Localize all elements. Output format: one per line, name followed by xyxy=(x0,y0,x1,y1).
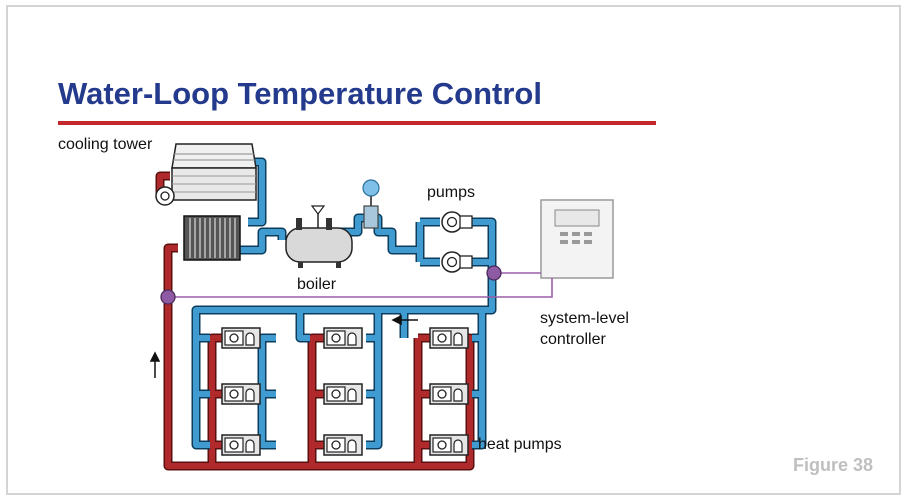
figure-label: Figure 38 xyxy=(792,455,873,475)
slide-frame xyxy=(6,5,901,495)
heat-exchanger-icon xyxy=(183,215,241,261)
cooling-tower-icon xyxy=(155,143,257,206)
boiler-label: boiler xyxy=(297,276,337,293)
pump-icon xyxy=(441,251,473,273)
heat-pumps-label: heat pumps xyxy=(478,436,562,453)
controller-icon xyxy=(540,199,614,279)
flow-arrow-icon xyxy=(391,314,418,326)
supply-pipe-fill xyxy=(193,159,495,448)
control-wire xyxy=(168,272,553,298)
sensor-icon xyxy=(160,289,176,305)
expansion-tank-icon xyxy=(362,179,380,229)
pump-icon xyxy=(441,211,473,233)
slide-title: Water-Loop Temperature Control xyxy=(58,76,542,111)
cooling-tower-label: cooling tower xyxy=(58,136,153,153)
controller-label-line1: system-level xyxy=(540,310,629,327)
heat-pump-icon xyxy=(221,327,469,456)
sensor-icon xyxy=(486,265,502,281)
controller-label-line2: controller xyxy=(540,331,606,348)
flow-arrow-icon xyxy=(149,351,161,378)
boiler-icon xyxy=(285,205,353,268)
title-rule xyxy=(58,121,656,125)
pumps-label: pumps xyxy=(427,184,475,201)
